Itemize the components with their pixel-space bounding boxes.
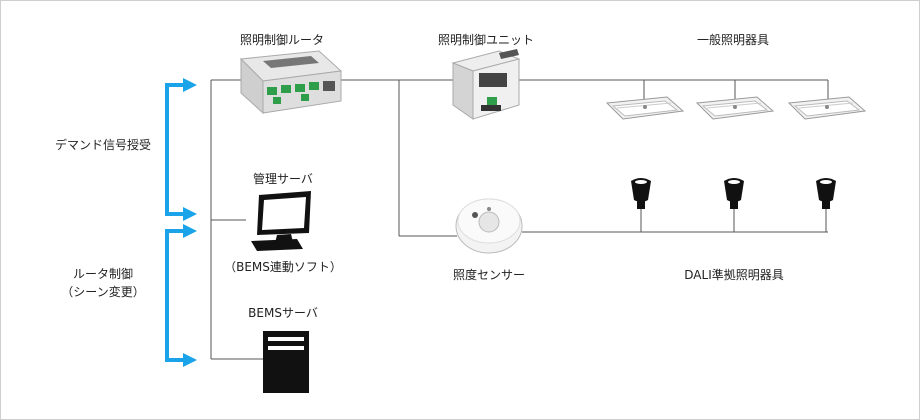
illum-sensor-label: 照度センサー [452, 268, 526, 282]
control-unit-label: 照明制御ユニット [437, 33, 535, 47]
router-device-icon [239, 50, 343, 115]
server-tower-icon [263, 331, 309, 393]
bems-link-label: （BEMS連動ソフト） [224, 260, 342, 274]
router-control-label: ルータ制御 [72, 267, 134, 281]
control-unit-icon [451, 49, 521, 120]
demand-signal-arrow [165, 78, 197, 221]
router-control-arrow [165, 224, 197, 367]
dali-fixtures-label: DALI準拠照明器具 [684, 268, 784, 282]
general-fixtures-label: 一般照明器具 [696, 33, 770, 47]
connection-lines [210, 79, 829, 360]
scene-change-label: （シーン変更） [61, 285, 145, 299]
demand-signal-label: デマンド信号授受 [54, 138, 152, 152]
router-label: 照明制御ルータ [239, 33, 325, 47]
sensor-icon [455, 198, 523, 254]
fluorescent-fixture-icon [605, 96, 867, 120]
dali-lamp-icon [631, 178, 836, 209]
monitor-icon [251, 191, 311, 251]
mgmt-server-label: 管理サーバ [253, 172, 313, 186]
bems-server-label: BEMSサーバ [248, 306, 318, 320]
